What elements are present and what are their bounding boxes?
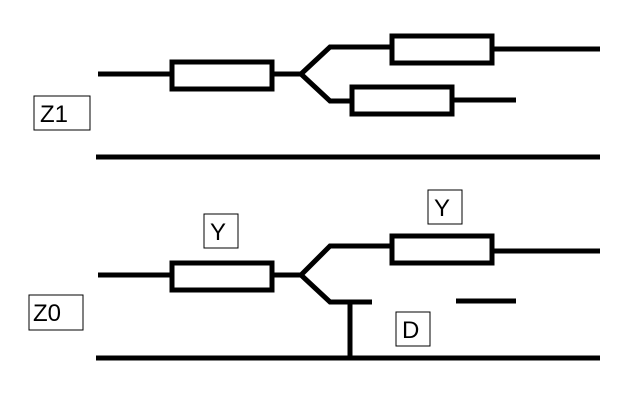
z0-series-impedance bbox=[169, 260, 275, 293]
z0-label: Z0 bbox=[28, 294, 84, 331]
y-right-label: Y bbox=[427, 189, 463, 225]
d-label-box bbox=[395, 311, 431, 347]
z1-upper-branch-wire bbox=[299, 44, 392, 76]
y-left-label-box bbox=[203, 213, 239, 249]
z1-upper-impedance bbox=[389, 33, 495, 66]
d-label-text: D bbox=[402, 317, 419, 344]
z1-lower-impedance bbox=[349, 84, 455, 117]
z0-upper-branch-wire bbox=[299, 243, 392, 277]
z1-label: Z1 bbox=[33, 95, 91, 131]
y-right-label-box bbox=[427, 189, 463, 225]
z1-label-text: Z1 bbox=[40, 101, 68, 128]
z1-network bbox=[96, 33, 600, 160]
z0-upper-impedance bbox=[389, 233, 495, 266]
z1-lower-branch-wire bbox=[299, 72, 352, 104]
z1-series-impedance bbox=[169, 59, 275, 92]
d-label: D bbox=[395, 311, 431, 347]
y-left-label: Y bbox=[203, 213, 239, 249]
y-right-label-text: Y bbox=[434, 195, 450, 222]
z0-label-box bbox=[28, 294, 84, 331]
z0-label-text: Z0 bbox=[33, 300, 61, 327]
z1-label-box bbox=[33, 95, 91, 131]
z0-network bbox=[96, 233, 600, 361]
z0-lower-branch-wire bbox=[299, 273, 372, 305]
y-left-label-text: Y bbox=[210, 219, 226, 246]
